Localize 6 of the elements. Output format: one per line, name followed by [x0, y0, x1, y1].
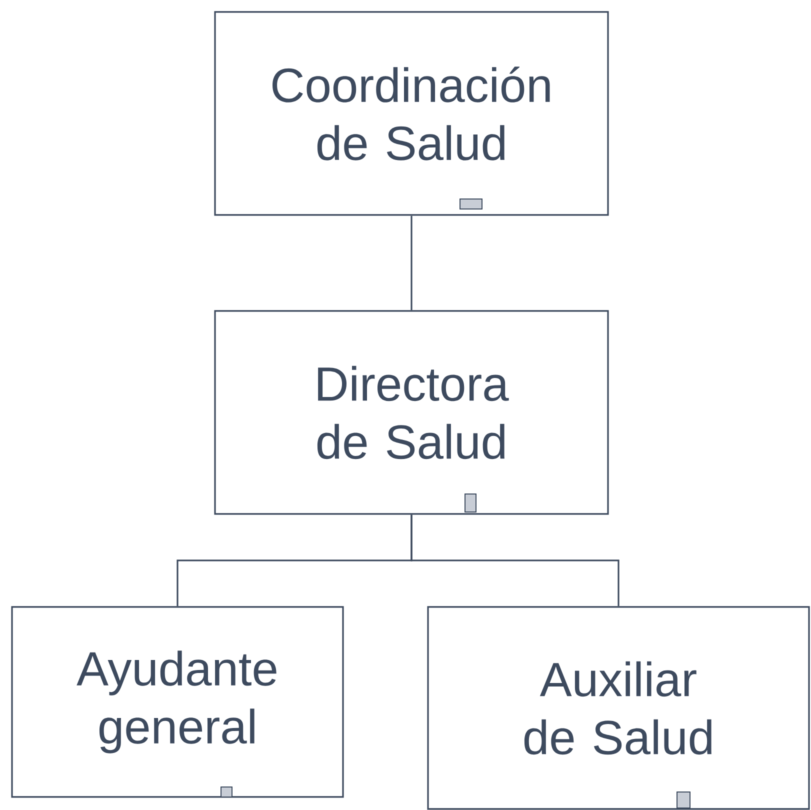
position-box: Auxiliar de Salud: [427, 606, 810, 810]
connector-line: [410, 216, 412, 310]
position-box: Ayudante general: [11, 606, 344, 798]
connector-line: [410, 514, 620, 606]
position-box: Directora de Salud: [214, 310, 609, 515]
position-box: Coordinación de Salud: [214, 11, 609, 216]
